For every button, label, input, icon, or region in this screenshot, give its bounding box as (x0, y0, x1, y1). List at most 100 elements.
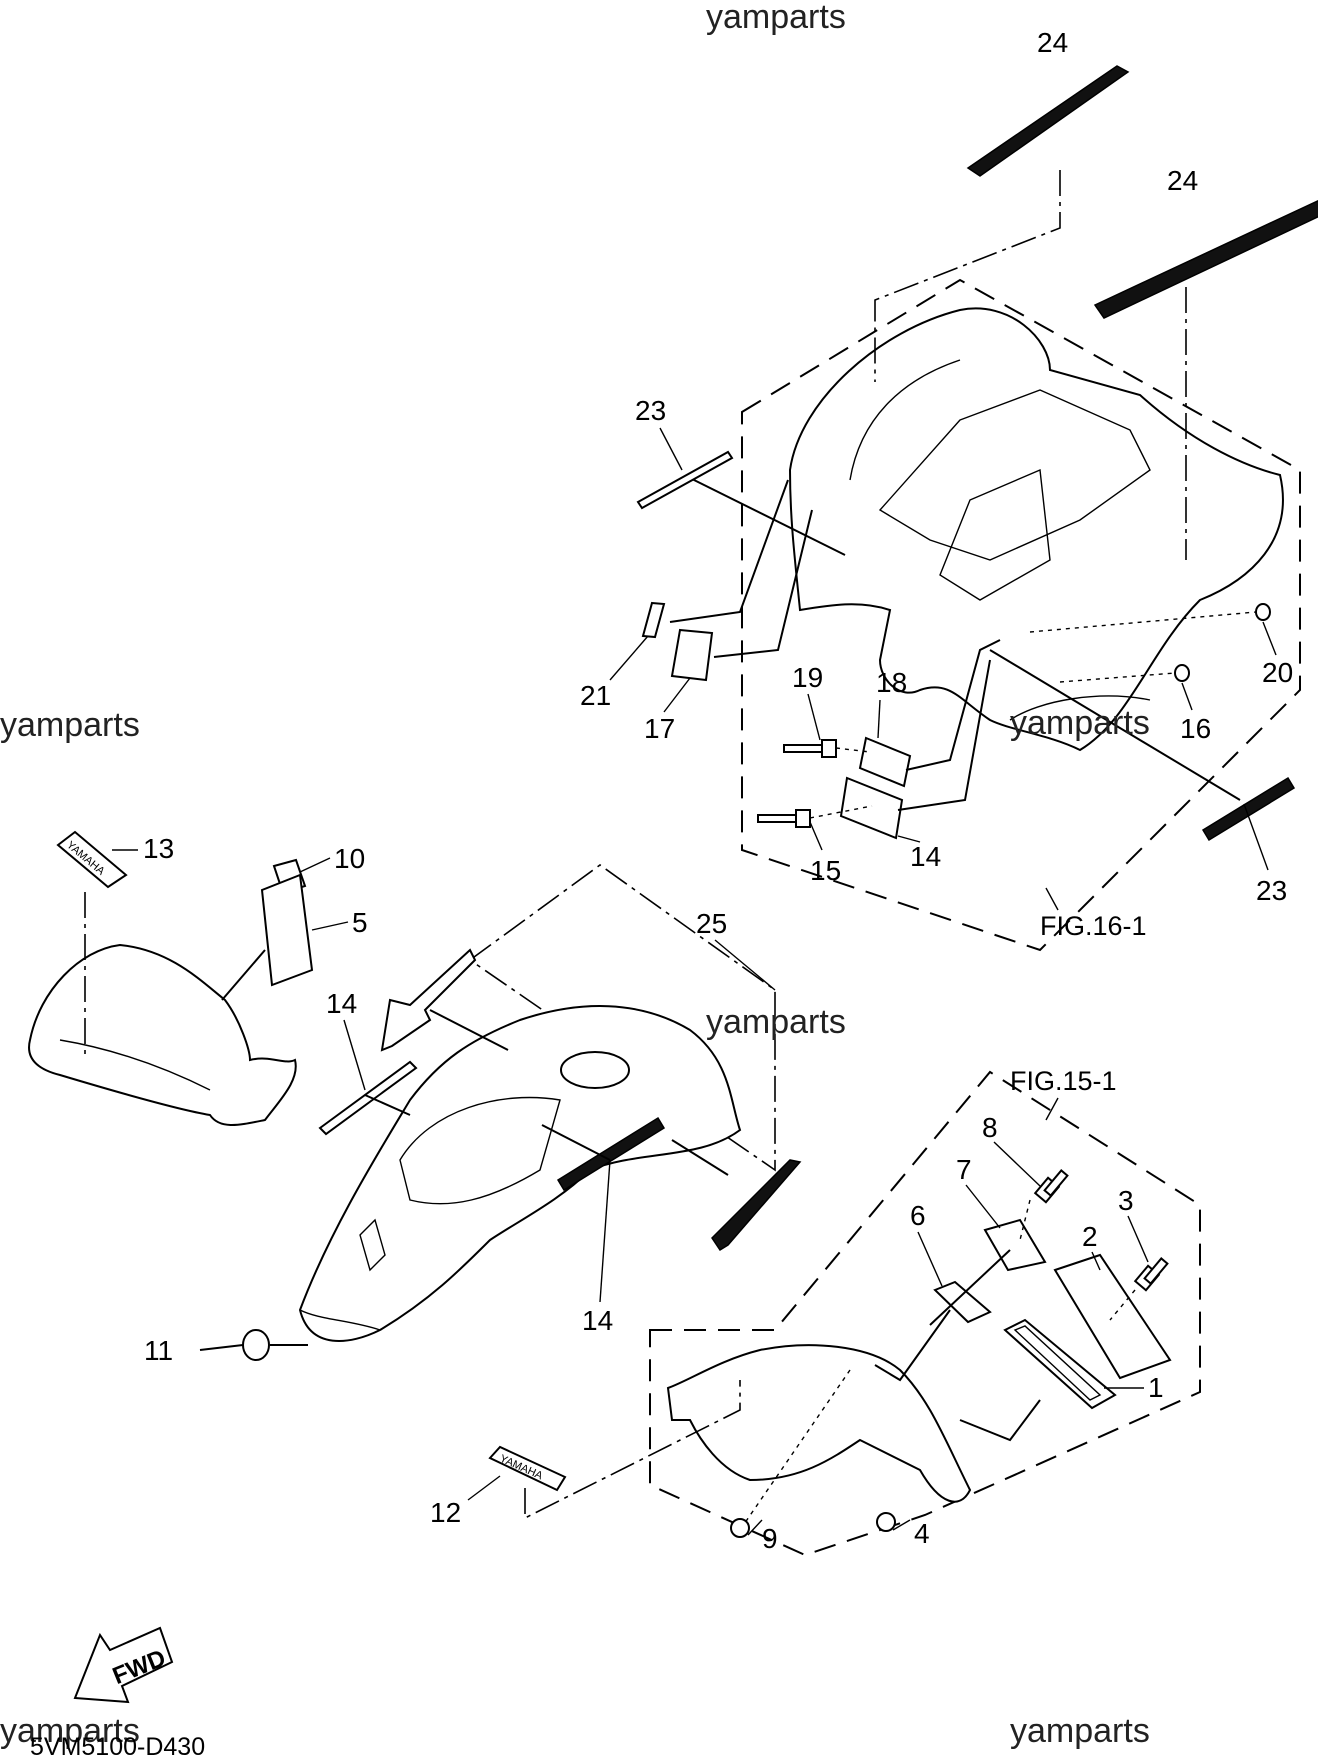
callout-25: 25 (696, 908, 727, 939)
fig15-dashed-boundary (649, 1070, 1201, 1557)
callout-13: 13 (143, 833, 174, 864)
leader-24-lower (989, 649, 1241, 801)
rivet-20 (783, 739, 837, 758)
tick-21 (1262, 621, 1277, 656)
stripe-24-lower (1201, 776, 1296, 842)
leader-23-upper (874, 170, 1061, 382)
headlight-cover (28, 943, 297, 1126)
cover-group: YAMAHA (28, 830, 314, 1126)
tick-16 (809, 821, 823, 851)
callout-24-lower: 23 (1256, 875, 1287, 906)
decal-5 (260, 873, 314, 987)
tick-24-upper (659, 427, 683, 471)
fig16-dashed-boundary (741, 278, 1301, 952)
leader-19-plate (905, 639, 1001, 771)
leader-25-arrow (429, 1009, 509, 1051)
callout-10: 10 (334, 843, 365, 874)
callout-12: 12 (430, 1497, 461, 1528)
fwd-arrow-shape (73, 1626, 174, 1704)
stripe-24-upper (636, 450, 734, 510)
leader-5 (221, 949, 266, 1001)
front-fender-nose (299, 1309, 381, 1331)
callout-2: 2 (1082, 1221, 1098, 1252)
tick-5 (311, 921, 349, 931)
fwd-arrow: FWD (73, 1626, 174, 1704)
callout-1: 1 (1148, 1372, 1164, 1403)
callout-15: 14 (910, 841, 941, 872)
decal-23-upper (966, 65, 1130, 177)
emblem-11 (242, 1329, 270, 1361)
dotline-7 (1019, 1199, 1031, 1241)
rear-fender-storage-box (939, 468, 1051, 601)
decal-13-yamaha (56, 830, 128, 889)
dotline-2 (1109, 1289, 1136, 1321)
side-decal-right (711, 1159, 802, 1252)
callout-5: 5 (352, 907, 368, 938)
callout-9: 9 (762, 1523, 778, 1554)
tick-25 (714, 939, 776, 991)
callout-14-left: 14 (326, 988, 357, 1019)
callout-17: 16 (1180, 713, 1211, 744)
tick-8 (993, 1141, 1041, 1187)
rear-fender-edge-line (849, 359, 961, 481)
callout-18: 17 (644, 713, 675, 744)
tick-12 (467, 1475, 501, 1501)
decal-12-yamaha (488, 1445, 567, 1492)
nut-9 (730, 1518, 750, 1538)
small-fender (666, 1344, 972, 1503)
callout-23-upper: 24 (1037, 27, 1068, 58)
dotline-19 (835, 747, 871, 753)
callout-22: 21 (580, 680, 611, 711)
decal-22 (641, 601, 666, 639)
grommet-21 (1255, 603, 1271, 621)
dotline-21 (1029, 611, 1257, 633)
callout-21: 20 (1262, 657, 1293, 688)
watermark-bottom-left: yamparts (0, 1712, 140, 1750)
leader-22 (669, 479, 789, 623)
tick-fig16 (1045, 887, 1059, 911)
leader-11 (199, 1344, 244, 1351)
callout-14-right: 14 (582, 1305, 613, 1336)
front-fender-side-vent (359, 1218, 386, 1272)
decal-23-lower (1093, 199, 1318, 319)
callout-19: 18 (876, 667, 907, 698)
tick-20 (807, 693, 821, 741)
callout-3: 3 (1118, 1185, 1134, 1216)
plate-1 (1003, 1318, 1117, 1410)
tick-18 (663, 677, 691, 713)
callout-6: 6 (910, 1200, 926, 1231)
tick-14-left (343, 1019, 366, 1091)
dotline-17 (1059, 672, 1176, 683)
watermark-left: yamparts (0, 706, 140, 744)
callout-23-lower: 24 (1167, 165, 1198, 196)
watermark-center: yamparts (706, 1003, 846, 1041)
callout-4: 4 (914, 1518, 930, 1549)
tick-6 (917, 1231, 943, 1287)
arrow-decal-25 (380, 948, 477, 1052)
gasket-6 (933, 1280, 992, 1324)
leader-6 (874, 1309, 951, 1382)
rear-fender-seat-recess (878, 389, 1151, 561)
callouts: 24 24 23 21 17 19 18 20 16 15 14 23 FIG.… (112, 27, 1293, 1554)
rivet-3 (1133, 1257, 1169, 1292)
tick-22 (609, 635, 649, 681)
front-fender (298, 1005, 742, 1342)
decal-18 (670, 628, 714, 682)
leader-25-side (671, 1139, 729, 1176)
rear-fender-group (636, 65, 1318, 952)
tick-7 (965, 1184, 1001, 1229)
fig-16-1-label: FIG.16-1 (1040, 911, 1147, 941)
leader-14-right (541, 1124, 611, 1161)
leader-18 (713, 509, 813, 658)
tick-fig15 (1045, 1097, 1059, 1121)
callout-8: 8 (982, 1112, 998, 1143)
plate-2 (1053, 1253, 1172, 1380)
leader-15-plate (897, 659, 991, 811)
plate-15 (839, 776, 904, 840)
leader-7 (929, 1249, 1011, 1326)
tick-14-right (599, 1159, 611, 1303)
leader-14-left (364, 1094, 411, 1116)
callout-24-upper: 23 (635, 395, 666, 426)
plate-19 (858, 736, 912, 788)
